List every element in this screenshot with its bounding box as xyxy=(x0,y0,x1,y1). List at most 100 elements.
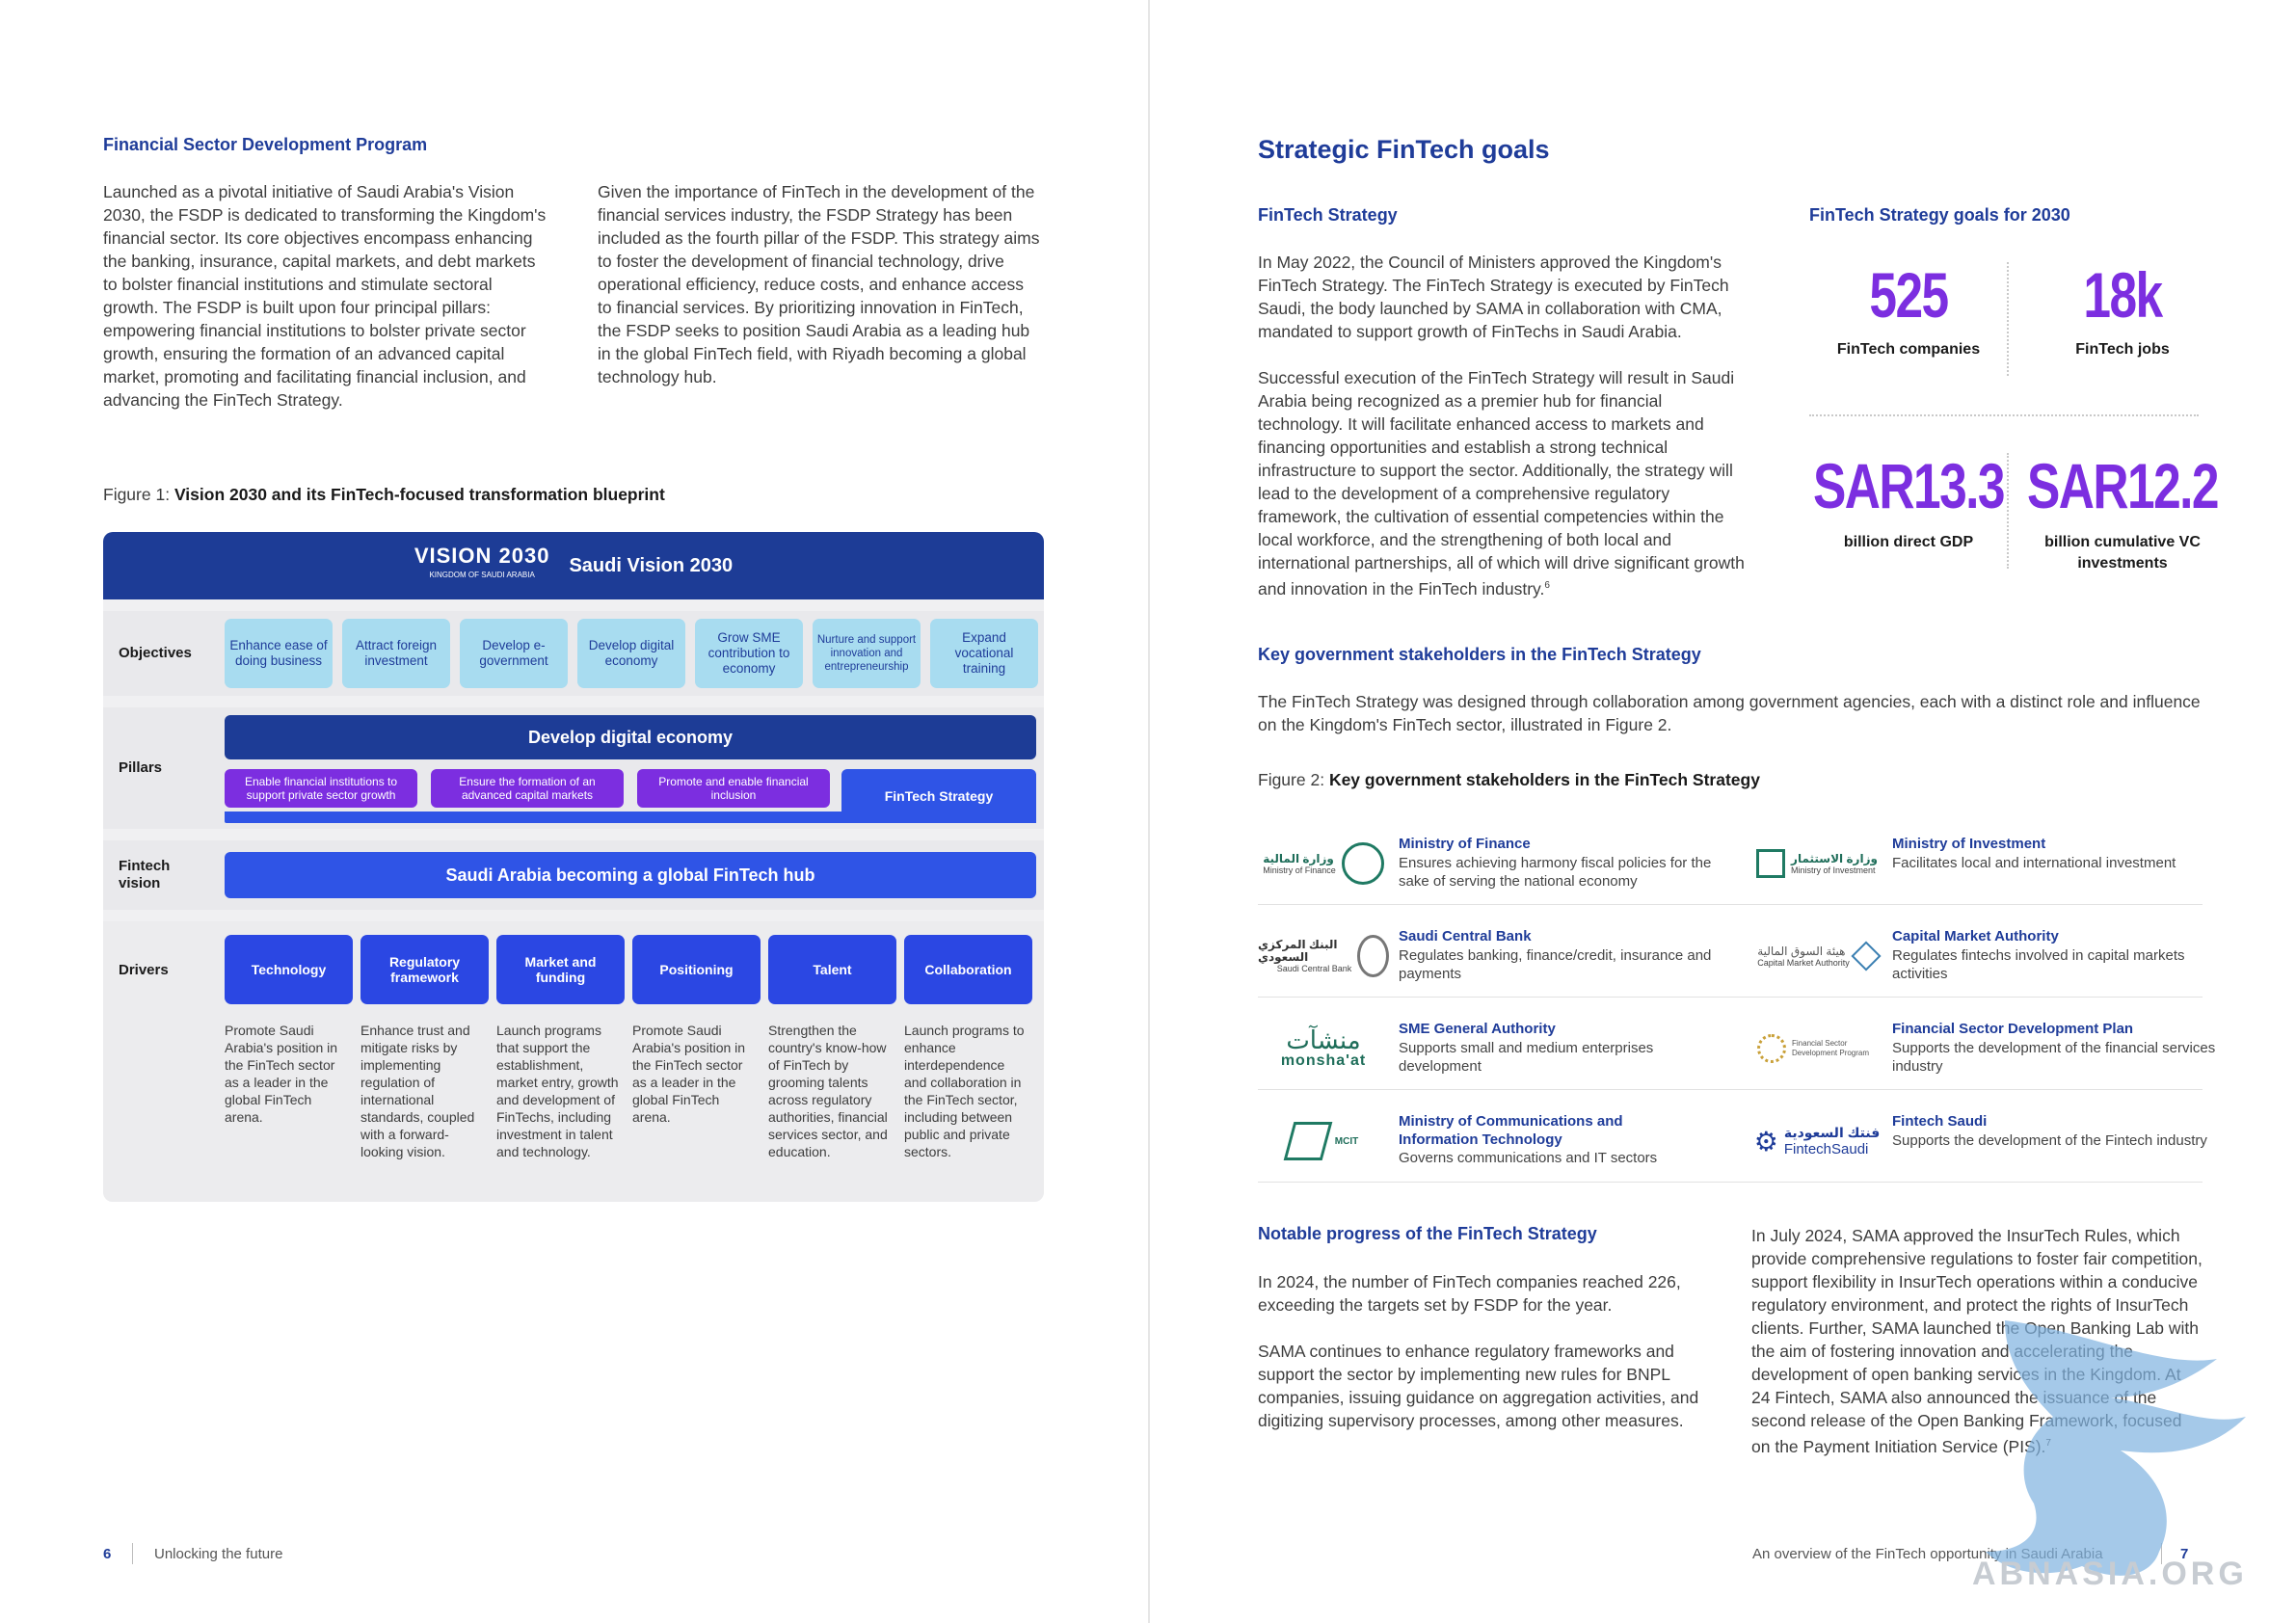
stakeholder-name: Ministry of Finance xyxy=(1399,836,1531,852)
vision-2030-figure: VISION 2030 KINGDOM OF SAUDI ARABIA Saud… xyxy=(103,532,1044,1202)
emblem-icon xyxy=(1757,1034,1786,1063)
vision-header: VISION 2030 KINGDOM OF SAUDI ARABIA Saud… xyxy=(103,532,1044,599)
pillars-header: Develop digital economy xyxy=(225,715,1036,759)
stakeholder-desc: Supports the development of the Fintech … xyxy=(1892,1132,2207,1149)
progress-paragraph-2: SAMA continues to enhance regulatory fra… xyxy=(1258,1342,1699,1430)
footer-text: Unlocking the future xyxy=(154,1546,283,1562)
goal-label: billion direct GDP xyxy=(1843,534,1974,550)
objectives-label: Objectives xyxy=(119,645,192,661)
emblem-icon xyxy=(1357,935,1389,977)
fintech-vision-bar: Saudi Arabia becoming a global FinTech h… xyxy=(225,852,1036,898)
driver-desc: Launch programs that support the establi… xyxy=(496,1023,619,1159)
stakeholder-desc: Facilitates local and international inve… xyxy=(1892,855,2176,871)
fintech-vision-band: Fintech vision Saudi Arabia becoming a g… xyxy=(103,840,1044,910)
stakeholder-name: Capital Market Authority xyxy=(1892,928,2059,945)
stakeholders-title: Key government stakeholders in the FinTe… xyxy=(1258,645,1701,664)
objective-box: Develop digital economy xyxy=(577,619,685,688)
goals-title: FinTech Strategy goals for 2030 xyxy=(1809,205,2070,225)
intro-col-2: Given the importance of FinTech in the d… xyxy=(598,182,1040,386)
pillars-band: Pillars Develop digital economy Enable f… xyxy=(103,707,1044,829)
pillar-underline xyxy=(225,812,1036,823)
stakeholder-name: Ministry of Communications and Informati… xyxy=(1399,1113,1623,1148)
goal-value: 525 xyxy=(1869,259,1949,331)
stakeholder-name: Saudi Central Bank xyxy=(1399,928,1532,945)
goal-value: 18k xyxy=(2083,259,2163,331)
goals-divider xyxy=(2007,262,2009,376)
pillar-pill: Enable financial institutions to support… xyxy=(225,769,417,808)
fintech-vision-label: Fintech vision xyxy=(119,858,171,891)
stakeholder-desc: Regulates fintechs involved in capital m… xyxy=(1892,947,2185,982)
driver-regulatory: Regulatory framework xyxy=(360,935,489,1004)
emblem-icon xyxy=(1851,941,1882,971)
goal-label: billion cumulative VC investments xyxy=(2044,534,2201,572)
row-divider xyxy=(1258,1089,2203,1090)
goal-value: SAR13.3 xyxy=(1813,450,2006,521)
objective-box: Attract foreign investment xyxy=(342,619,450,688)
emblem-icon xyxy=(1283,1122,1333,1160)
row-divider xyxy=(1258,997,2203,998)
stakeholder-desc: Governs communications and IT sectors xyxy=(1399,1150,1658,1166)
mcit-logo: MCIT xyxy=(1258,1114,1389,1168)
strategy-paragraph-1: In May 2022, the Council of Ministers ap… xyxy=(1258,253,1729,341)
stakeholder-name: Financial Sector Development Plan xyxy=(1892,1021,2134,1037)
page-title: Strategic FinTech goals xyxy=(1258,135,1550,164)
objectives-band: Objectives Enhance ease of doing busines… xyxy=(103,611,1044,696)
goals-divider xyxy=(2007,453,2009,569)
row-divider xyxy=(1258,904,2203,905)
goal-label: FinTech jobs xyxy=(2075,341,2170,358)
drivers-band: Drivers Technology Regulatory framework … xyxy=(103,921,1044,1202)
driver-desc: Promote Saudi Arabia's position in the F… xyxy=(632,1023,746,1125)
stakeholder-item: MCIT Ministry of Communications and Info… xyxy=(1258,1104,1749,1197)
strategy-title: FinTech Strategy xyxy=(1258,205,1398,225)
figure-label: Figure 2: xyxy=(1258,770,1325,789)
figure-title: Vision 2030 and its FinTech-focused tran… xyxy=(174,485,665,504)
progress-paragraph-1: In 2024, the number of FinTech companies… xyxy=(1258,1272,1681,1315)
page-divider xyxy=(1148,0,1150,1623)
vision-header-title: Saudi Vision 2030 xyxy=(569,554,734,576)
stakeholder-desc: Supports small and medium enterprises de… xyxy=(1399,1040,1654,1075)
pillar-pill: Ensure the formation of an advanced capi… xyxy=(431,769,624,808)
goal-label: FinTech companies xyxy=(1836,341,1981,358)
progress-title: Notable progress of the FinTech Strategy xyxy=(1258,1224,1597,1243)
progress-paragraph-3: In July 2024, SAMA approved the InsurTec… xyxy=(1751,1226,2203,1456)
stakeholder-name: SME General Authority xyxy=(1399,1021,1556,1037)
gear-icon: ⚙ xyxy=(1753,1126,1778,1157)
stakeholder-name: Ministry of Investment xyxy=(1892,836,2046,852)
emblem-icon xyxy=(1756,849,1786,878)
stakeholder-item: Financial Sector Development Program Fin… xyxy=(1751,1012,2243,1104)
right-page: Strategic FinTech goals FinTech Strategy… xyxy=(1153,0,2296,1623)
fintech-strategy-pillar: FinTech Strategy xyxy=(841,769,1036,823)
objective-box: Develop e-government xyxy=(460,619,568,688)
footer-separator xyxy=(132,1543,133,1564)
driver-desc: Enhance trust and mitigate risks by impl… xyxy=(360,1023,475,1159)
figure-label: Figure 1: xyxy=(103,485,171,504)
stakeholder-desc: Ensures achieving harmony fiscal policie… xyxy=(1399,855,1712,890)
objective-box: Expand vocational training xyxy=(930,619,1038,688)
driver-talent: Talent xyxy=(768,935,896,1004)
driver-desc: Strengthen the country's know-how of Fin… xyxy=(768,1023,888,1159)
figure-1-caption: Figure 1: Vision 2030 and its FinTech-fo… xyxy=(103,485,665,505)
objective-box: Grow SME contribution to economy xyxy=(695,619,803,688)
goal-value: SAR12.2 xyxy=(2027,450,2220,521)
stakeholders-intro: The FinTech Strategy was designed throug… xyxy=(1258,692,2201,734)
section-title: Financial Sector Development Program xyxy=(103,135,428,154)
row-divider xyxy=(1258,1182,2203,1183)
left-page: Financial Sector Development Program Lau… xyxy=(0,0,1147,1623)
driver-desc: Promote Saudi Arabia's position in the F… xyxy=(225,1023,338,1125)
objective-box: Enhance ease of doing business xyxy=(225,619,333,688)
figure-title: Key government stakeholders in the FinTe… xyxy=(1328,770,1760,789)
pillars-label: Pillars xyxy=(119,759,163,776)
objective-box: Nurture and support innovation and entre… xyxy=(813,619,921,688)
page-number: 6 xyxy=(103,1546,112,1562)
